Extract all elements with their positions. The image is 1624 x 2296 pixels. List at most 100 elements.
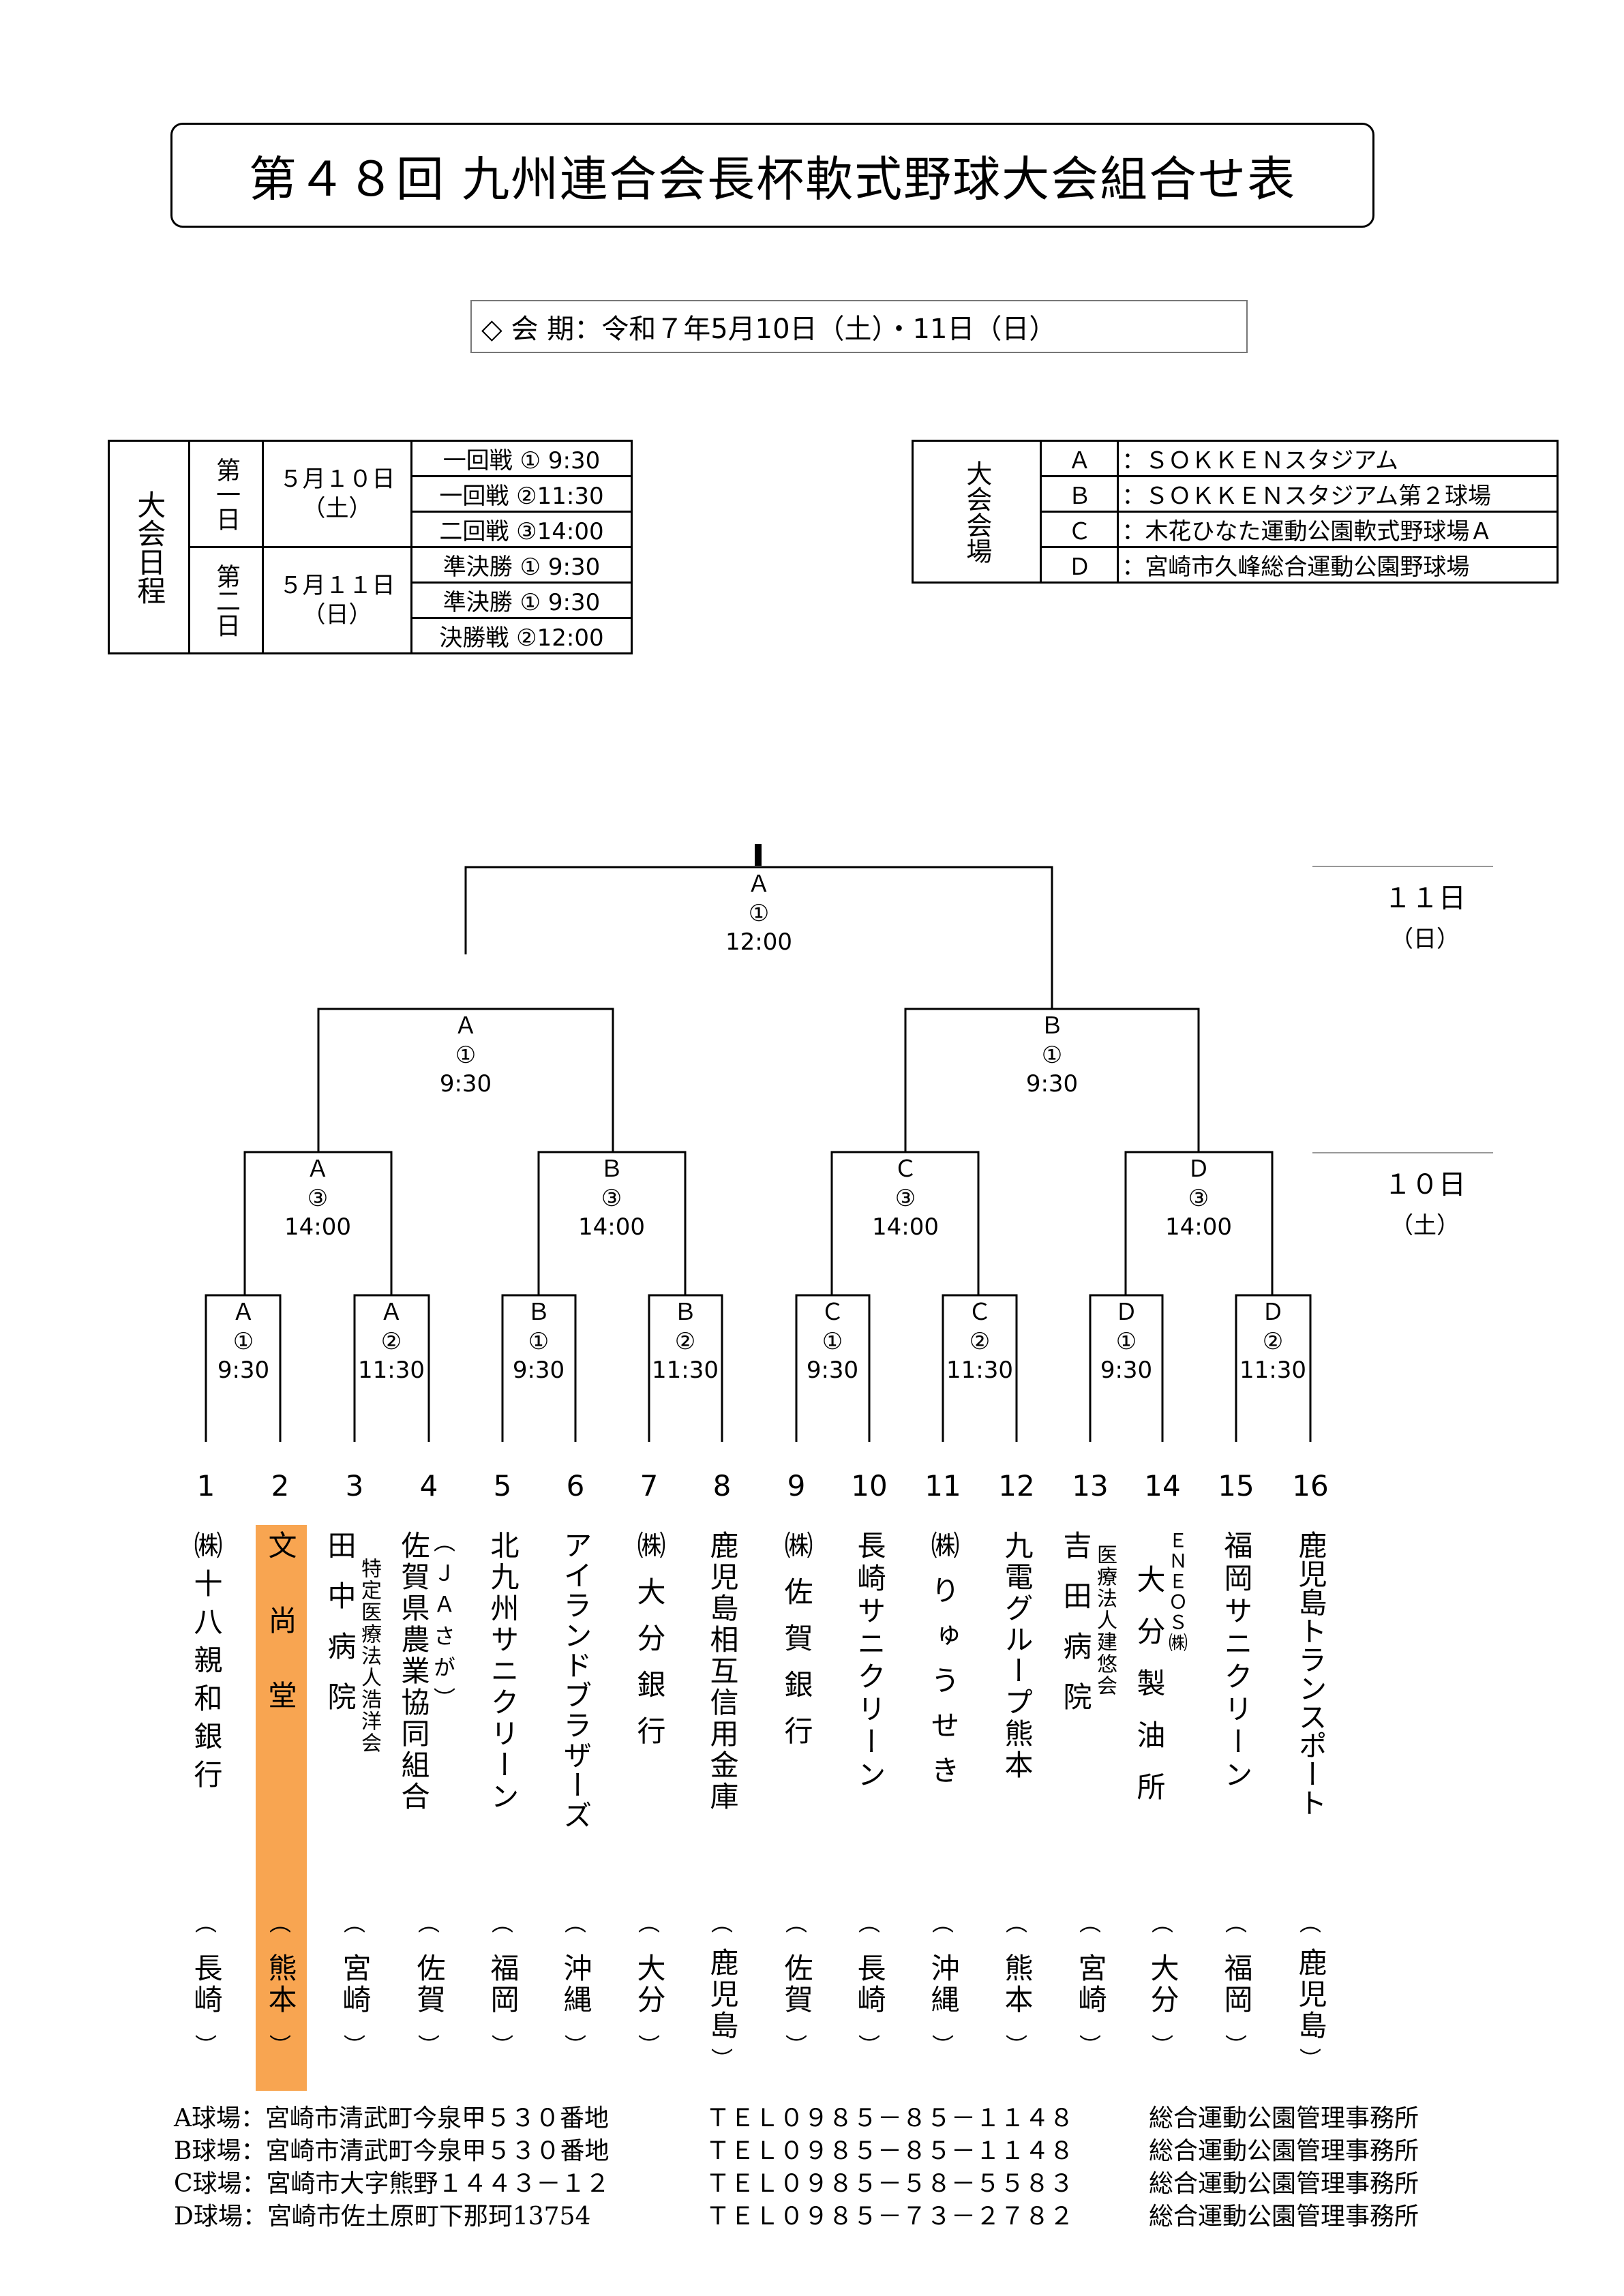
day2-date: ５月１１日（日） <box>262 546 412 654</box>
day2-label: 第二日 <box>188 546 264 654</box>
team-number: 6 <box>566 1469 585 1502</box>
team-number: 14 <box>1144 1469 1181 1502</box>
tournament-period: ◇ 会 期：令和７年5月10日（土）・11日（日） <box>470 300 1248 353</box>
team-name: ㈱りゅうせき <box>927 1530 960 1800</box>
first-round-line <box>501 1294 577 1442</box>
team-prefecture: ︵佐賀︶ <box>412 1910 446 2059</box>
team-prefecture: ︵大分︶ <box>1146 1910 1179 2059</box>
team-prefecture: ︵鹿児島︶ <box>1294 1910 1327 2072</box>
day10-label: １０日 <box>1384 1169 1466 1200</box>
day1-label: 第一日 <box>188 440 264 548</box>
team-number: 10 <box>851 1469 888 1502</box>
team-number: 8 <box>712 1469 732 1502</box>
venue-name: ：木花ひなた運動公園軟式野球場Ａ <box>1117 511 1559 548</box>
team-number: 11 <box>924 1469 961 1502</box>
team-number: 7 <box>640 1469 659 1502</box>
day2-round: 準決勝 ① 9:30 <box>410 581 633 619</box>
first-round-line <box>205 1294 282 1442</box>
quarter-line <box>243 1151 393 1295</box>
venue-code: Ｄ <box>1040 546 1119 584</box>
day1-round: 二回戦 ③14:00 <box>410 511 633 548</box>
team-name: ㈱佐賀銀行 <box>780 1530 813 1762</box>
team-highlight <box>256 1525 307 2091</box>
venue-code: Ａ <box>1040 440 1119 477</box>
day2-round: 決勝戦 ②12:00 <box>410 617 633 654</box>
venue-name: ：ＳＯＫＫＥＮスタジアム <box>1117 440 1559 477</box>
day10-separator <box>1312 1152 1493 1153</box>
semi-line <box>904 1008 1200 1152</box>
page-title: 第４８回 九州連合会長杯軟式野球大会組合せ表 <box>170 123 1374 228</box>
day11-dow: （日） <box>1390 926 1460 953</box>
team-name: ㈱大分銀行 <box>633 1530 666 1762</box>
day1-round: 一回戦 ②11:30 <box>410 475 633 513</box>
team-prefecture: ︵大分︶ <box>633 1910 666 2059</box>
team-prefecture: ︵熊本︶ <box>1000 1910 1034 2059</box>
team-prefecture: ︵沖縄︶ <box>559 1910 592 2059</box>
team-prefecture: ︵佐賀︶ <box>780 1910 813 2059</box>
team-number: 13 <box>1072 1469 1109 1502</box>
first-round-line <box>942 1294 1018 1442</box>
venue-name: ：宮崎市久峰総合運動公園野球場 <box>1117 546 1559 584</box>
venue-name: ：ＳＯＫＫＥＮスタジアム第２球場 <box>1117 475 1559 513</box>
team-number: 2 <box>271 1469 290 1502</box>
team-number: 15 <box>1218 1469 1254 1502</box>
team-prefecture: ︵長崎︶ <box>853 1910 886 2059</box>
team-name: ㈱十八親和銀行 <box>190 1530 223 1798</box>
day2-round: 準決勝 ① 9:30 <box>410 546 633 584</box>
day11-label: １１日 <box>1384 883 1466 914</box>
first-round-line <box>795 1294 871 1442</box>
schedule-header: 大会日程 <box>108 440 190 654</box>
quarter-line <box>1124 1151 1274 1295</box>
team-prefecture: ︵長崎︶ <box>190 1910 223 2059</box>
team-prefecture: ︵福岡︶ <box>1220 1910 1253 2059</box>
team-number: 9 <box>787 1469 806 1502</box>
day1-round: 一回戦 ① 9:30 <box>410 440 633 477</box>
team-name: 佐賀県農業協同組合 （ＪＡさが） <box>397 1530 456 1813</box>
team-name: 鹿児島相互信用金庫 <box>706 1530 739 1813</box>
team-name: 北九州サニクリーン <box>486 1530 520 1813</box>
day10-dow: （土） <box>1390 1212 1460 1239</box>
venue-header: 大会会場 <box>911 440 1042 584</box>
team-prefecture: ︵沖縄︶ <box>927 1910 960 2059</box>
team-number: 1 <box>196 1469 215 1502</box>
team-name: 九電グループ熊本 <box>1000 1530 1034 1781</box>
team-name: 鹿児島トランスポート <box>1294 1530 1327 1817</box>
team-name: 吉田病院 医療法人建悠会 <box>1059 1530 1117 1732</box>
team-name: 長崎サニクリーン <box>853 1530 886 1792</box>
team-number: 5 <box>493 1469 512 1502</box>
team-name: 福岡サニクリーン <box>1220 1530 1253 1792</box>
team-name: 大分製油所 ＥＮＥＯＳ㈱ <box>1132 1530 1188 1824</box>
quarter-line <box>830 1151 980 1295</box>
day11-separator <box>1312 866 1493 867</box>
team-number: 3 <box>345 1469 364 1502</box>
team-prefecture: ︵宮崎︶ <box>338 1910 372 2059</box>
team-name: アイランドブラザーズ <box>559 1530 592 1830</box>
venue-code: Ｃ <box>1040 511 1119 548</box>
team-prefecture: ︵熊本︶ <box>264 1910 297 2059</box>
team-prefecture: ︵宮崎︶ <box>1074 1910 1107 2059</box>
team-number: 16 <box>1292 1469 1329 1502</box>
final-line <box>464 866 1053 1009</box>
venue-table: 大会会場 Ａ ：ＳＯＫＫＥＮスタジアム Ｂ ：ＳＯＫＫＥＮスタジアム第２球場 Ｃ… <box>911 440 1559 584</box>
first-round-line <box>648 1294 723 1442</box>
team-name: 文尚堂 <box>264 1530 297 1755</box>
champion-marker <box>755 844 762 866</box>
